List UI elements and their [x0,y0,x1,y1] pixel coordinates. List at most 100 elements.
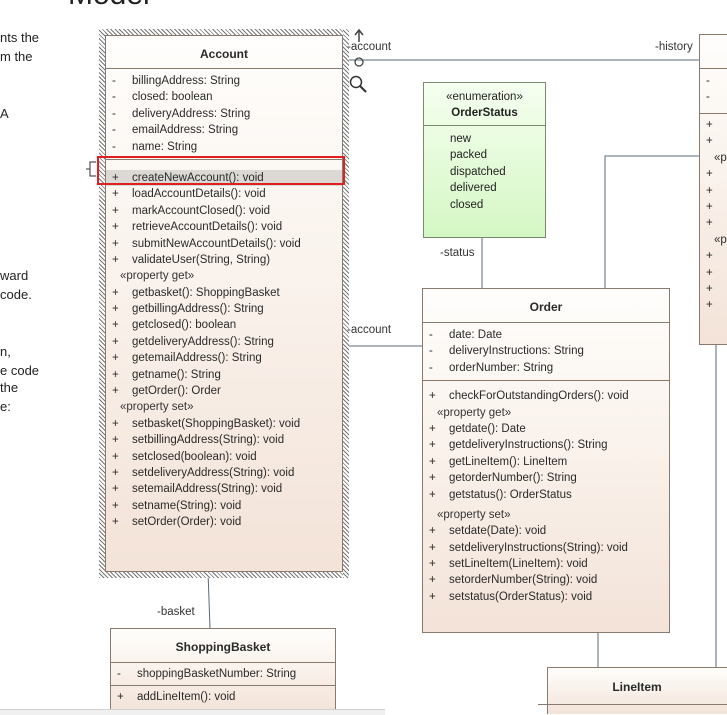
order-class[interactable]: Order -date: Date -deliveryInstructions:… [422,288,670,633]
operation-text: getbillingAddress(): String [132,303,264,316]
visibility-column: - - [706,73,710,106]
role-label-history[interactable]: -history [655,41,693,53]
selection-border-bottom[interactable] [99,572,349,578]
highlight-box [97,156,345,185]
search-icon[interactable] [349,75,369,95]
enum-literal[interactable]: closed [450,198,484,211]
offscreen-right-class[interactable]: - - + + «p + + + + «p + + + + [699,34,727,345]
operations-column: + + «p + + + + «p + + + + [706,117,727,314]
setter-row[interactable]: +setdate(Date): void [423,523,669,539]
operation-row[interactable]: +validateUser(String, String) [106,252,342,268]
attribute-row[interactable]: -shoppingBasketNumber: String [111,666,335,682]
attributes-compartment: -shoppingBasketNumber: String [111,663,335,687]
getter-row[interactable]: +getdeliveryInstructions(): String [423,437,669,453]
operation-text: setname(String): void [132,499,242,512]
operation-row[interactable]: +retrieveAccountDetails(): void [106,219,342,235]
visibility-marker: + [112,204,119,217]
getter-row[interactable]: +getstatus(): OrderStatus [423,487,669,503]
setter-row[interactable]: +setstatus(OrderStatus): void [423,589,669,605]
shoppingbasket-class[interactable]: ShoppingBasket -shoppingBasketNumber: St… [110,628,336,714]
quick-link-arrow-icon[interactable] [352,28,366,68]
setter-row[interactable]: +setclosed(boolean): void [106,449,342,465]
operation-row[interactable]: +markAccountClosed(): void [106,203,342,219]
getter-row[interactable]: +getdate(): Date [423,421,669,437]
attribute-row[interactable]: -closed: boolean [106,89,342,105]
operation-text: getLineItem(): LineItem [449,455,568,468]
attribute-row[interactable]: -orderNumber: String [423,360,669,376]
attribute-row[interactable]: -emailAddress: String [106,122,342,138]
description-line: ward [0,268,29,283]
attribute-row[interactable]: -deliveryAddress: String [106,106,342,122]
getter-row[interactable]: +getdeliveryAddress(): String [106,334,342,350]
enum-literal[interactable]: dispatched [450,165,506,178]
operation-row[interactable]: +submitNewAccountDetails(): void [106,236,342,252]
selection-border-left[interactable] [99,29,105,578]
getter-row[interactable]: +getemailAddress(): String [106,350,342,366]
getter-row[interactable]: +getclosed(): boolean [106,317,342,333]
operation-text: getname(): String [132,368,221,381]
connector-handle-icon[interactable] [86,160,98,178]
basket-connector [207,571,211,629]
operation-text: setdeliveryAddress(String): void [132,466,295,479]
orderstatus-enumeration[interactable]: «enumeration» OrderStatus new packed dis… [423,82,546,238]
selection-border-top[interactable] [99,29,349,35]
operation-text: getdeliveryInstructions(): String [449,439,608,452]
visibility-marker: + [112,237,119,250]
setter-row[interactable]: +setemailAddress(String): void [106,481,342,497]
compartment-divider [700,113,727,114]
setter-row[interactable]: + setdeliveryAddress(String): void [106,465,342,481]
attribute-text: name: String [132,140,198,153]
attributes-compartment: -billingAddress: String -closed: boolean… [106,69,342,160]
getter-row[interactable]: +getLineItem(): LineItem [423,454,669,470]
role-label-status[interactable]: -status [440,247,475,259]
enumeration-name: OrderStatus [451,107,518,119]
visibility-marker: + [112,466,119,479]
enum-literal[interactable]: new [450,133,472,145]
setter-row[interactable]: +setdeliveryInstructions(String): void [423,540,669,556]
visibility-marker: + [112,516,119,529]
setter-row[interactable]: + setOrder(Order): void [106,514,342,530]
operation-text: setstatus(OrderStatus): void [449,590,593,603]
getter-row[interactable]: +getorderNumber(): String [423,470,669,486]
enum-literal[interactable]: delivered [450,182,497,195]
operation-row[interactable]: +addLineItem(): void [111,689,335,705]
setter-row[interactable]: +setbillingAddress(String): void [106,432,342,448]
enum-literal[interactable]: packed [450,149,488,162]
selection-border-right[interactable] [343,29,349,578]
stereotype-label: «p [714,233,727,246]
visibility-marker: + [112,483,119,496]
visibility-marker: + [112,450,119,463]
lineitem-class[interactable]: LineItem [538,667,727,714]
getter-row[interactable]: +getname(): String [106,367,342,383]
operation-text: createNewAccount(): void [132,171,264,184]
visibility-marker: + [117,691,124,704]
setter-row[interactable]: +setLineItem(LineItem): void [423,556,669,572]
attribute-text: emailAddress: String [132,124,239,137]
getter-row[interactable]: +getbillingAddress(): String [106,301,342,317]
visibility-marker: + [112,417,119,430]
operation-row-selected[interactable]: +createNewAccount(): void [106,169,342,187]
setter-row[interactable]: +setbasket(ShoppingBasket): void [106,416,342,432]
visibility-marker: + [706,217,713,230]
setter-row[interactable]: +setorderNumber(String): void [423,572,669,588]
role-label-account[interactable]: -account [347,41,392,53]
setter-row[interactable]: +setname(String): void [106,498,342,514]
operation-row[interactable]: +loadAccountDetails(): void [106,186,342,202]
attribute-row[interactable]: -deliveryInstructions: String [423,343,669,359]
account-class[interactable]: Account -billingAddress: String -closed:… [105,35,343,572]
attribute-row[interactable]: -name: String [106,139,342,155]
attribute-row[interactable]: -date: Date [423,327,669,343]
visibility-marker: + [112,253,119,266]
stereotype-label: «p [714,151,727,164]
visibility-marker: + [429,558,436,571]
attribute-row[interactable]: -billingAddress: String [106,73,342,89]
role-label-account[interactable]: -account [347,324,392,336]
horizontal-scrollbar[interactable] [0,709,385,715]
operation-row[interactable]: +checkForOutstandingOrders(): void [423,388,669,404]
role-label-basket[interactable]: -basket [157,606,195,618]
operation-text: setOrder(Order): void [132,516,242,529]
getter-row[interactable]: +getbasket(): ShoppingBasket [106,285,342,301]
getter-row[interactable]: +getOrder(): Order [106,383,342,399]
attributes-compartment: -date: Date -deliveryInstructions: Strin… [423,323,669,382]
